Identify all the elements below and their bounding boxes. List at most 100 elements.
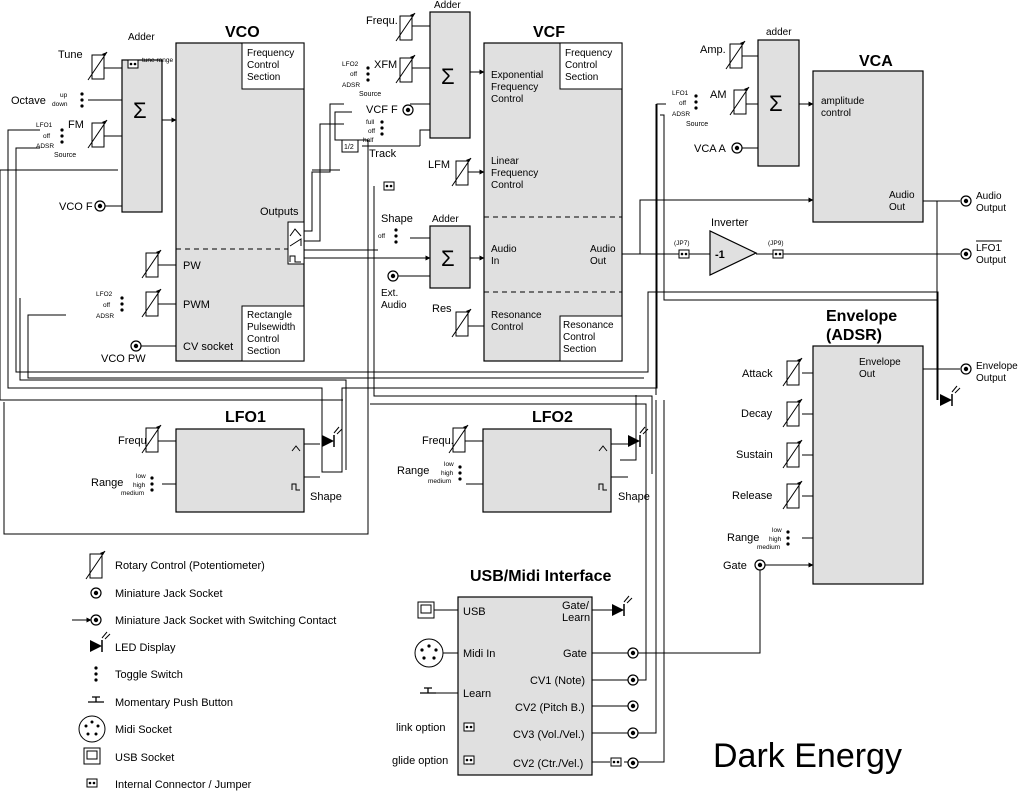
vcf-frequ-label: Frequ.	[366, 15, 398, 27]
legend-item: LED Display	[115, 642, 176, 654]
cv1-jack-icon[interactable]	[627, 674, 639, 686]
cv2-ctr-label: CV2 (Ctr./Vel.)	[513, 758, 583, 770]
am-source-toggle-icon[interactable]	[694, 94, 698, 110]
gate-label: Gate	[723, 560, 747, 572]
env-high-label: high	[769, 536, 782, 543]
track-toggle-icon[interactable]	[380, 120, 384, 136]
usb-gate-label: Gate	[563, 648, 587, 660]
audio-output-jack-icon[interactable]	[960, 195, 972, 207]
learn-button-icon[interactable]	[420, 687, 436, 694]
envelope-range-toggle-icon[interactable]	[786, 530, 790, 546]
attack-label: Attack	[742, 368, 773, 380]
track-half-label: half	[363, 137, 374, 144]
ext-audio-label: Ext.Audio	[381, 288, 407, 311]
legend-item: Midi Socket	[115, 724, 172, 736]
jp7-jumper-icon[interactable]	[678, 249, 690, 259]
pwm-source-toggle-icon[interactable]	[120, 296, 124, 312]
res-pot-icon[interactable]	[451, 308, 472, 338]
lfo2-high-label: high	[441, 470, 454, 477]
fm-pot-icon[interactable]	[87, 119, 108, 149]
lfo1-low-label: low	[136, 473, 146, 480]
legend-midi-icon	[78, 715, 106, 743]
envelope-output-jack-icon[interactable]	[960, 363, 972, 375]
lfm-pot-icon[interactable]	[451, 157, 472, 187]
brand-title: Dark Energy	[713, 737, 902, 775]
vco-pw-jack-icon[interactable]	[130, 340, 142, 352]
lfo1-waveform-icon	[291, 445, 301, 491]
glide-option-jumper-icon[interactable]	[463, 755, 475, 765]
inverter-label: Inverter	[711, 217, 749, 229]
am-pot-icon[interactable]	[729, 86, 750, 116]
sustain-pot-icon[interactable]	[782, 439, 803, 469]
decay-pot-icon[interactable]	[782, 398, 803, 428]
pw-pot-icon[interactable]	[141, 249, 162, 279]
vca-a-jack-icon[interactable]	[731, 142, 743, 154]
lfo2-title: LFO2	[532, 409, 573, 426]
usb-socket-icon[interactable]	[417, 601, 435, 619]
cv2-ctr-jack-icon[interactable]	[627, 757, 639, 769]
usb-gate-jack-icon[interactable]	[627, 647, 639, 659]
pwm-off-label: off	[103, 302, 110, 309]
octave-toggle-icon[interactable]	[80, 92, 84, 108]
tune-range-jumper-icon[interactable]	[127, 59, 139, 69]
jp9-jumper-icon[interactable]	[772, 249, 784, 259]
am-source-label: Source	[686, 121, 708, 128]
vcf-box	[483, 42, 623, 362]
amp-label: Amp.	[700, 44, 726, 56]
res-label: Res	[432, 303, 452, 315]
lfo2-range-toggle-icon[interactable]	[458, 465, 462, 481]
xfm-lfo2-label: LFO2	[342, 61, 359, 68]
lfo1-medium-label: medium	[121, 490, 144, 497]
midi-socket-icon[interactable]	[414, 638, 444, 668]
cv2-jumper-icon[interactable]	[610, 757, 622, 767]
gate-jack-icon[interactable]	[754, 559, 766, 571]
lfo1-output-jack-icon[interactable]	[960, 248, 972, 260]
vcf-jumper-icon[interactable]	[383, 181, 395, 191]
cv2-pitch-jack-icon[interactable]	[627, 700, 639, 712]
vcf-rcs-box	[559, 315, 623, 362]
legend-jumper-icon	[86, 778, 98, 788]
vca-title: VCA	[859, 53, 893, 70]
xfm-pot-icon[interactable]	[395, 54, 416, 84]
tune-label: Tune	[58, 49, 83, 61]
env-medium-label: medium	[757, 544, 780, 551]
release-pot-icon[interactable]	[782, 480, 803, 510]
release-label: Release	[732, 490, 772, 502]
envelope-box	[812, 345, 924, 585]
vcf-frequ-pot-icon[interactable]	[395, 12, 416, 42]
lfo1-led-icon	[321, 426, 343, 448]
cv-socket-label: CV socket	[183, 341, 233, 353]
vco-pw-label: VCO PW	[101, 353, 146, 365]
legend-usb-icon	[83, 747, 101, 765]
shape-toggle-icon[interactable]	[394, 228, 398, 244]
fm-source-toggle-icon[interactable]	[60, 128, 64, 144]
octave-label: Octave	[11, 95, 46, 107]
amp-pot-icon[interactable]	[725, 40, 746, 70]
legend-item: Internal Connector / Jumper	[115, 779, 252, 791]
lfo1-output-sub-label: Output	[976, 255, 1006, 266]
cv2-pitch-label: CV2 (Pitch B.)	[515, 702, 585, 714]
envelope-led-icon	[939, 385, 961, 407]
learn-label: Learn	[463, 688, 491, 700]
cv3-jack-icon[interactable]	[627, 727, 639, 739]
xfm-source-toggle-icon[interactable]	[366, 66, 370, 82]
vco-f-jack-icon[interactable]	[94, 200, 106, 212]
tune-pot-icon[interactable]	[87, 51, 108, 81]
attack-pot-icon[interactable]	[782, 357, 803, 387]
pwm-pot-icon[interactable]	[141, 288, 162, 318]
vcf-f-jack-icon[interactable]	[402, 104, 414, 116]
link-option-jumper-icon[interactable]	[463, 722, 475, 732]
am-off-label: off	[679, 100, 686, 107]
decay-label: Decay	[741, 408, 773, 420]
inverter-value: -1	[715, 249, 725, 261]
lfo1-range-toggle-icon[interactable]	[150, 476, 154, 492]
ext-audio-jack-icon[interactable]	[387, 270, 399, 282]
gate-learn-label: Gate/Learn	[562, 600, 590, 624]
fm-off-label: off	[43, 133, 50, 140]
